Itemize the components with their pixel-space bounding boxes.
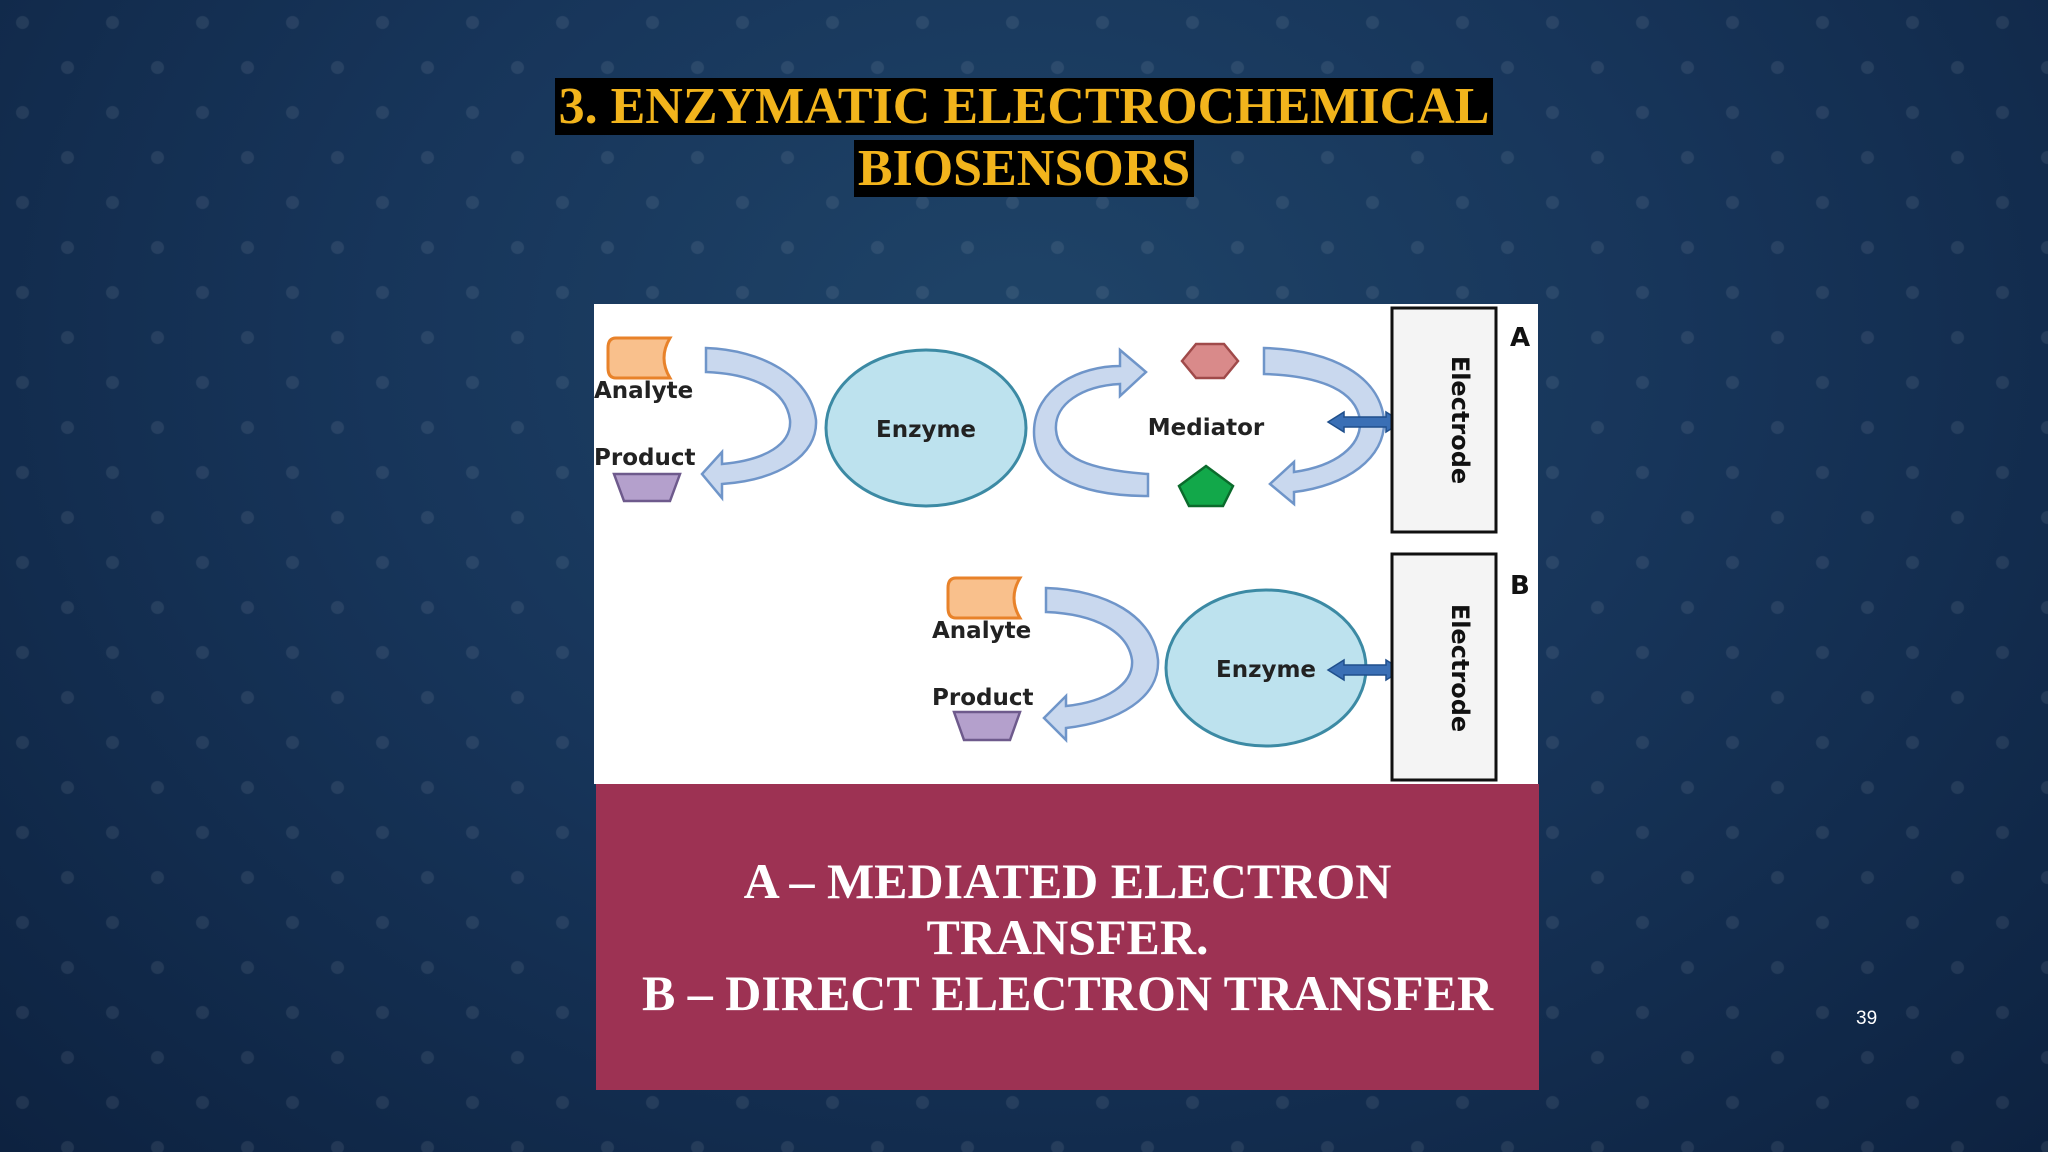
caption-line-2: TRANSFER. [926,909,1209,965]
product-shape-b [952,710,1022,742]
panel-b: Analyte Product Enzyme e - Electrode B [932,552,1530,782]
page-number: 39 [1856,1008,1878,1029]
curved-arrow-a2 [1032,347,1150,498]
electrode-label-b: Electrode [1446,604,1474,732]
electrode-box-a [1390,306,1498,534]
enzyme-a [824,348,1028,508]
product-shape-a [612,472,682,503]
caption-line-1: A – MEDIATED ELECTRON [743,853,1392,909]
analyte-label-b: Analyte [932,618,1031,644]
biosensor-diagram: Analyte Product Enzyme Mediator e - [594,304,1538,784]
curved-arrow-b1 [1042,586,1160,744]
title-line-2: BIOSENSORS [853,140,1195,197]
analyte-shape-a [606,336,673,380]
mediator-pentagon [1177,464,1235,508]
caption-line-3: B – DIRECT ELECTRON TRANSFER [641,965,1494,1021]
enzyme-label-b: Enzyme [1216,657,1316,683]
panel-a: Analyte Product Enzyme Mediator e - [594,306,1530,534]
mediator-label: Mediator [1148,415,1265,441]
panel-letter-a: A [1510,323,1530,353]
mediator-hexagon [1180,342,1240,380]
diagram-svg: Analyte Product Enzyme Mediator e - [594,306,1530,782]
curved-arrow-a3 [1262,346,1386,507]
analyte-shape-b [946,576,1023,620]
caption-box: A – MEDIATED ELECTRON TRANSFER. B – DIRE… [596,784,1539,1090]
product-label-a: Product [594,445,695,471]
electrode-box-b [1390,552,1498,782]
electrode-label-a: Electrode [1446,356,1474,484]
product-label-b: Product [932,685,1033,711]
enzyme-label-a: Enzyme [876,417,976,443]
panel-letter-b: B [1510,571,1530,601]
title-line-1: 3. ENZYMATIC ELECTROCHEMICAL [554,78,1494,135]
slide-title: 3. ENZYMATIC ELECTROCHEMICAL BIOSENSORS [0,76,2048,200]
curved-arrow-a1 [700,346,818,502]
analyte-label-a: Analyte [594,378,693,404]
